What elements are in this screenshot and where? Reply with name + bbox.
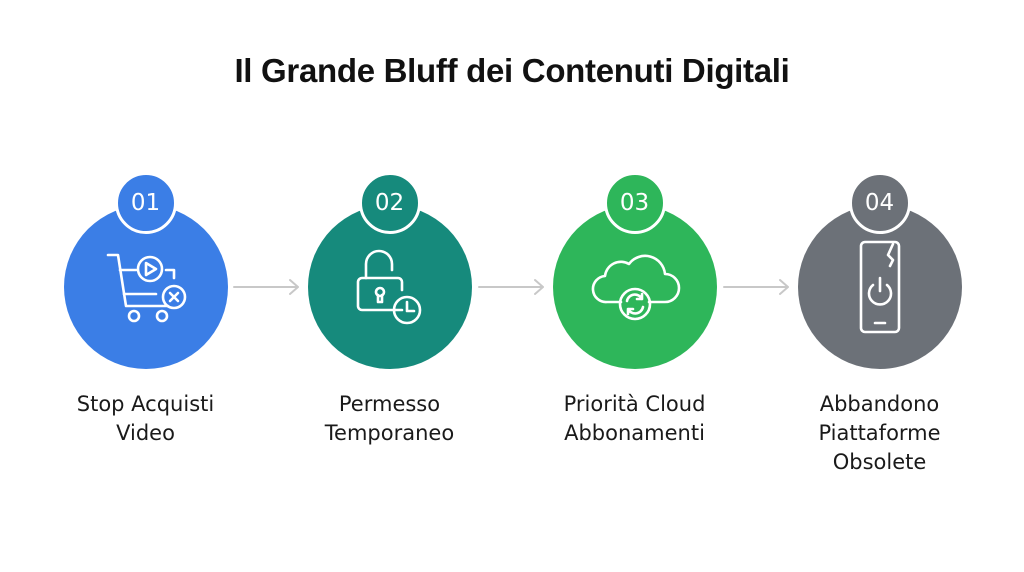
arrow-right-icon <box>233 279 299 295</box>
step-2: 02 Permesso Temporaneo <box>267 0 512 572</box>
step-label: Priorità Cloud Abbonamenti <box>563 392 706 445</box>
step-number-badge: 02 <box>358 172 421 234</box>
step-number-badge: 03 <box>603 172 666 234</box>
unlocked-padlock-clock-icon <box>356 249 421 325</box>
step-4: 04 Abbandono Piattaforme Obsolete <box>757 0 1002 572</box>
arrow-right-icon <box>723 279 789 295</box>
cloud-sync-icon <box>591 254 680 321</box>
shopping-cart-play-cancel-icon <box>106 253 186 323</box>
step-number-badge: 01 <box>114 172 177 234</box>
step-number-badge: 04 <box>848 172 911 234</box>
page-title: Il Grande Bluff dei Contenuti Digitali <box>234 52 790 89</box>
arrow-right-icon <box>478 279 544 295</box>
step-1: 01 Stop Acquisti Video <box>23 0 268 572</box>
broken-phone-power-icon <box>859 240 900 334</box>
step-label: Abbandono Piattaforme Obsolete <box>818 392 941 474</box>
step-3: 03 Priorità Cloud Abbonamenti <box>512 0 757 572</box>
step-label: Permesso Temporaneo <box>324 392 455 445</box>
step-label: Stop Acquisti Video <box>76 392 215 445</box>
